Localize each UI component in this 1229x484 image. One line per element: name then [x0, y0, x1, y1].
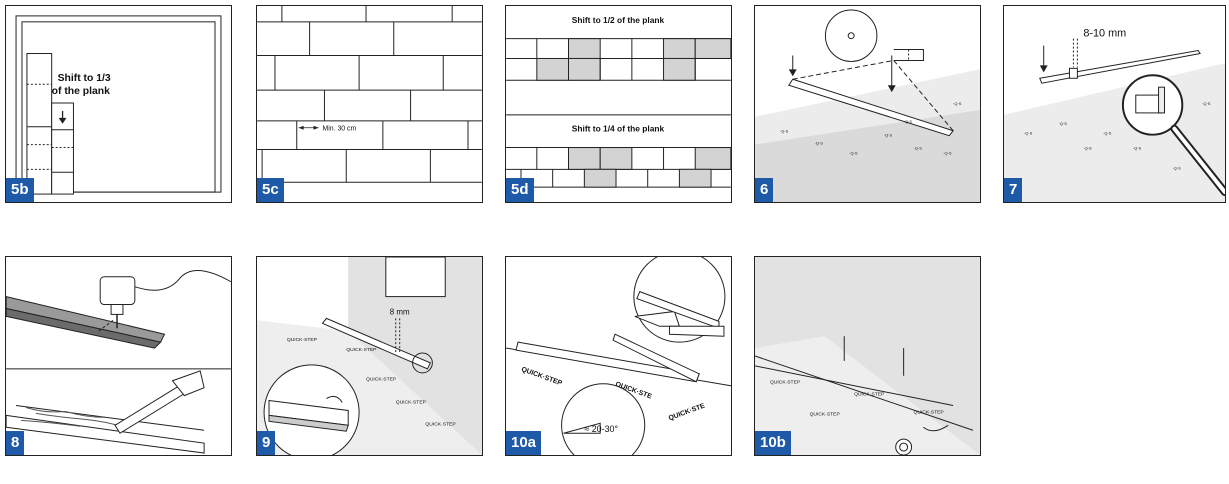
svg-text:·Q·S: ·Q·S: [849, 150, 858, 155]
svg-text:QUICK·STEP: QUICK·STEP: [366, 377, 397, 383]
svg-text:QUICK·STEP: QUICK·STEP: [396, 400, 427, 406]
panel-6: ·Q·S ·Q·S ·Q·S ·Q·S ·Q·S ·Q·S ·Q·S ·Q·S 6: [754, 5, 981, 203]
svg-text:·Q·S: ·Q·S: [1083, 146, 1092, 151]
step-badge-10a: 10a: [506, 431, 541, 455]
svg-text:·Q·S: ·Q·S: [943, 150, 952, 155]
shift-patterns-diagram: [506, 6, 731, 202]
expansion-gap-diagram: ·Q·S ·Q·S ·Q·S ·Q·S ·Q·S ·Q·S ·Q·S: [1004, 6, 1225, 202]
cutting-tools-diagram: [6, 257, 231, 455]
zoom-circle: [264, 365, 359, 455]
cut-plank-diagram: ·Q·S ·Q·S ·Q·S ·Q·S ·Q·S ·Q·S ·Q·S ·Q·S: [755, 6, 980, 202]
svg-text:·Q·S: ·Q·S: [815, 141, 824, 146]
tapping-rows-diagram: QUICK·STEP QUICK·STEP QUICK·STEP QUICK·STE…: [755, 257, 980, 455]
svg-text:·Q·S: ·Q·S: [1172, 165, 1181, 170]
svg-text:·Q·S: ·Q·S: [1202, 101, 1211, 106]
svg-text:QUICK·STEP: QUICK·STEP: [810, 411, 841, 417]
panel-8: 8: [5, 256, 232, 456]
step-badge-7: 7: [1004, 178, 1022, 202]
svg-text:·Q·S: ·Q·S: [780, 129, 789, 134]
svg-text:QUICK·STEP: QUICK·STEP: [854, 392, 885, 398]
step-badge-5d: 5d: [506, 178, 534, 202]
saw-blade-icon: [825, 10, 876, 61]
panel-10a: QUICK·STEP QUICK·STE QUICK·STE ≈ 20-30° …: [505, 256, 732, 456]
svg-text:·Q·S: ·Q·S: [1103, 131, 1112, 136]
step-badge-8: 8: [6, 431, 24, 455]
tapping-block-icon: [896, 439, 912, 455]
handsaw-icon: [115, 371, 204, 433]
svg-text:·Q·S: ·Q·S: [1133, 146, 1142, 151]
brick-pattern-diagram: [257, 6, 482, 202]
svg-text:QUICK·STEP: QUICK·STEP: [770, 380, 801, 386]
svg-text:QUICK·STEP: QUICK·STEP: [346, 347, 377, 353]
svg-text:·Q·S: ·Q·S: [914, 146, 923, 151]
svg-text:·Q·S: ·Q·S: [904, 119, 913, 124]
panel-5c: Min. 30 cm 5c: [256, 5, 483, 203]
panel-5b: Shift to 1/3 of the plank 5b: [5, 5, 232, 203]
panel-7: ·Q·S·Q·S·Q·S ·Q·S·Q·S·Q·S ·Q·S 8-10 mm 7: [1003, 5, 1226, 203]
svg-text:QUICK·STEP: QUICK·STEP: [914, 409, 945, 415]
panel-5d: Shift to 1/2 of the plank Shift to 1/4 o…: [505, 5, 732, 203]
panel-9: QUICK·STEP QUICK·STEP QUICK·STEP QUICK·STE…: [256, 256, 483, 456]
svg-text:QUICK·STEP: QUICK·STEP: [425, 421, 456, 427]
step-badge-6: 6: [755, 178, 773, 202]
svg-text:·Q·S: ·Q·S: [953, 101, 962, 106]
step-badge-10b: 10b: [755, 431, 791, 455]
panel-10b: QUICK·STEP QUICK·STEP QUICK·STEP QUICK·STE…: [754, 256, 981, 456]
step-badge-5c: 5c: [257, 178, 284, 202]
svg-text:·Q·S: ·Q·S: [884, 133, 893, 138]
svg-text:·Q·S: ·Q·S: [1059, 121, 1068, 126]
joint-detail-callout: [634, 257, 725, 342]
step-badge-9: 9: [257, 431, 275, 455]
step-badge-5b: 5b: [6, 178, 34, 202]
svg-text:QUICK·STEP: QUICK·STEP: [287, 337, 318, 343]
first-row-placement-diagram: QUICK·STEP QUICK·STEP QUICK·STEP QUICK·STE…: [257, 257, 482, 455]
svg-text:·Q·S: ·Q·S: [1024, 131, 1033, 136]
room-corner-diagram: [6, 6, 231, 202]
angle-click-diagram: QUICK·STEP QUICK·STE QUICK·STE: [506, 257, 731, 455]
